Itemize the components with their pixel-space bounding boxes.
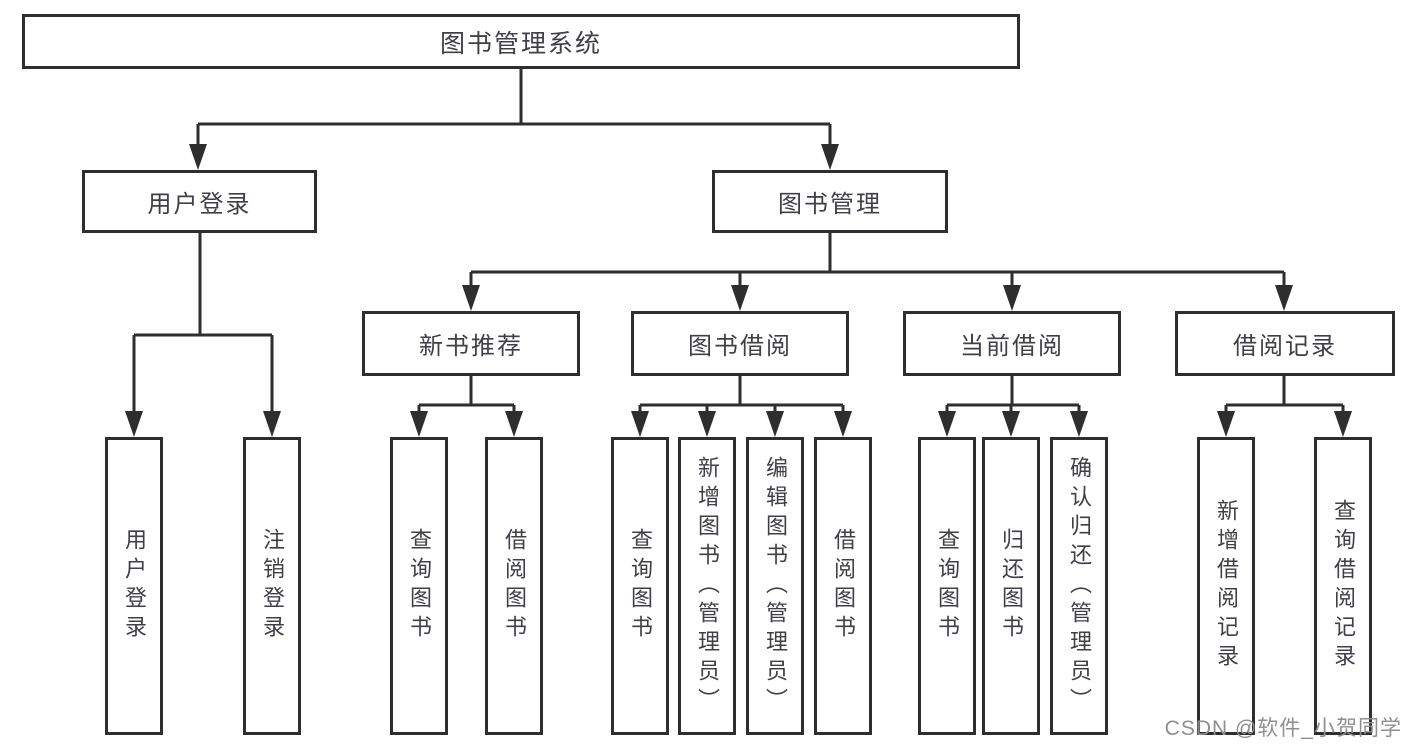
csdn-watermark: CSDN @软件_小贺同学 bbox=[1164, 717, 1402, 740]
leaf-borrow-add-books-admin: 新增图书（管理员） bbox=[678, 437, 736, 735]
leaf-borrow-edit-books-admin: 编辑图书（管理员） bbox=[746, 437, 804, 735]
leaf-current-confirm-return-admin: 确认归还（管理员） bbox=[1050, 437, 1108, 735]
arrowheads bbox=[125, 144, 1352, 437]
leaf-recommend-query-books: 查询图书 bbox=[390, 437, 448, 735]
leaf-recommend-borrow-books: 借阅图书 bbox=[485, 437, 543, 735]
leaf-records-add-record: 新增借阅记录 bbox=[1197, 437, 1255, 735]
leaf-logout: 注销登录 bbox=[243, 437, 301, 735]
leaf-borrow-borrow-books: 借阅图书 bbox=[814, 437, 872, 735]
leaf-current-query-books: 查询图书 bbox=[918, 437, 976, 735]
leaf-user-login: 用户登录 bbox=[105, 437, 163, 735]
node-book-management: 图书管理 bbox=[712, 170, 948, 233]
leaf-records-query-record: 查询借阅记录 bbox=[1314, 437, 1372, 735]
node-current-borrow: 当前借阅 bbox=[903, 311, 1121, 376]
node-book-borrow: 图书借阅 bbox=[631, 311, 849, 376]
node-library-management-system: 图书管理系统 bbox=[22, 14, 1020, 69]
node-user-login: 用户登录 bbox=[82, 170, 317, 233]
node-borrow-records: 借阅记录 bbox=[1175, 311, 1395, 376]
node-new-book-recommend: 新书推荐 bbox=[362, 311, 580, 376]
leaf-borrow-query-books: 查询图书 bbox=[611, 437, 669, 735]
leaf-current-return-books: 归还图书 bbox=[982, 437, 1040, 735]
